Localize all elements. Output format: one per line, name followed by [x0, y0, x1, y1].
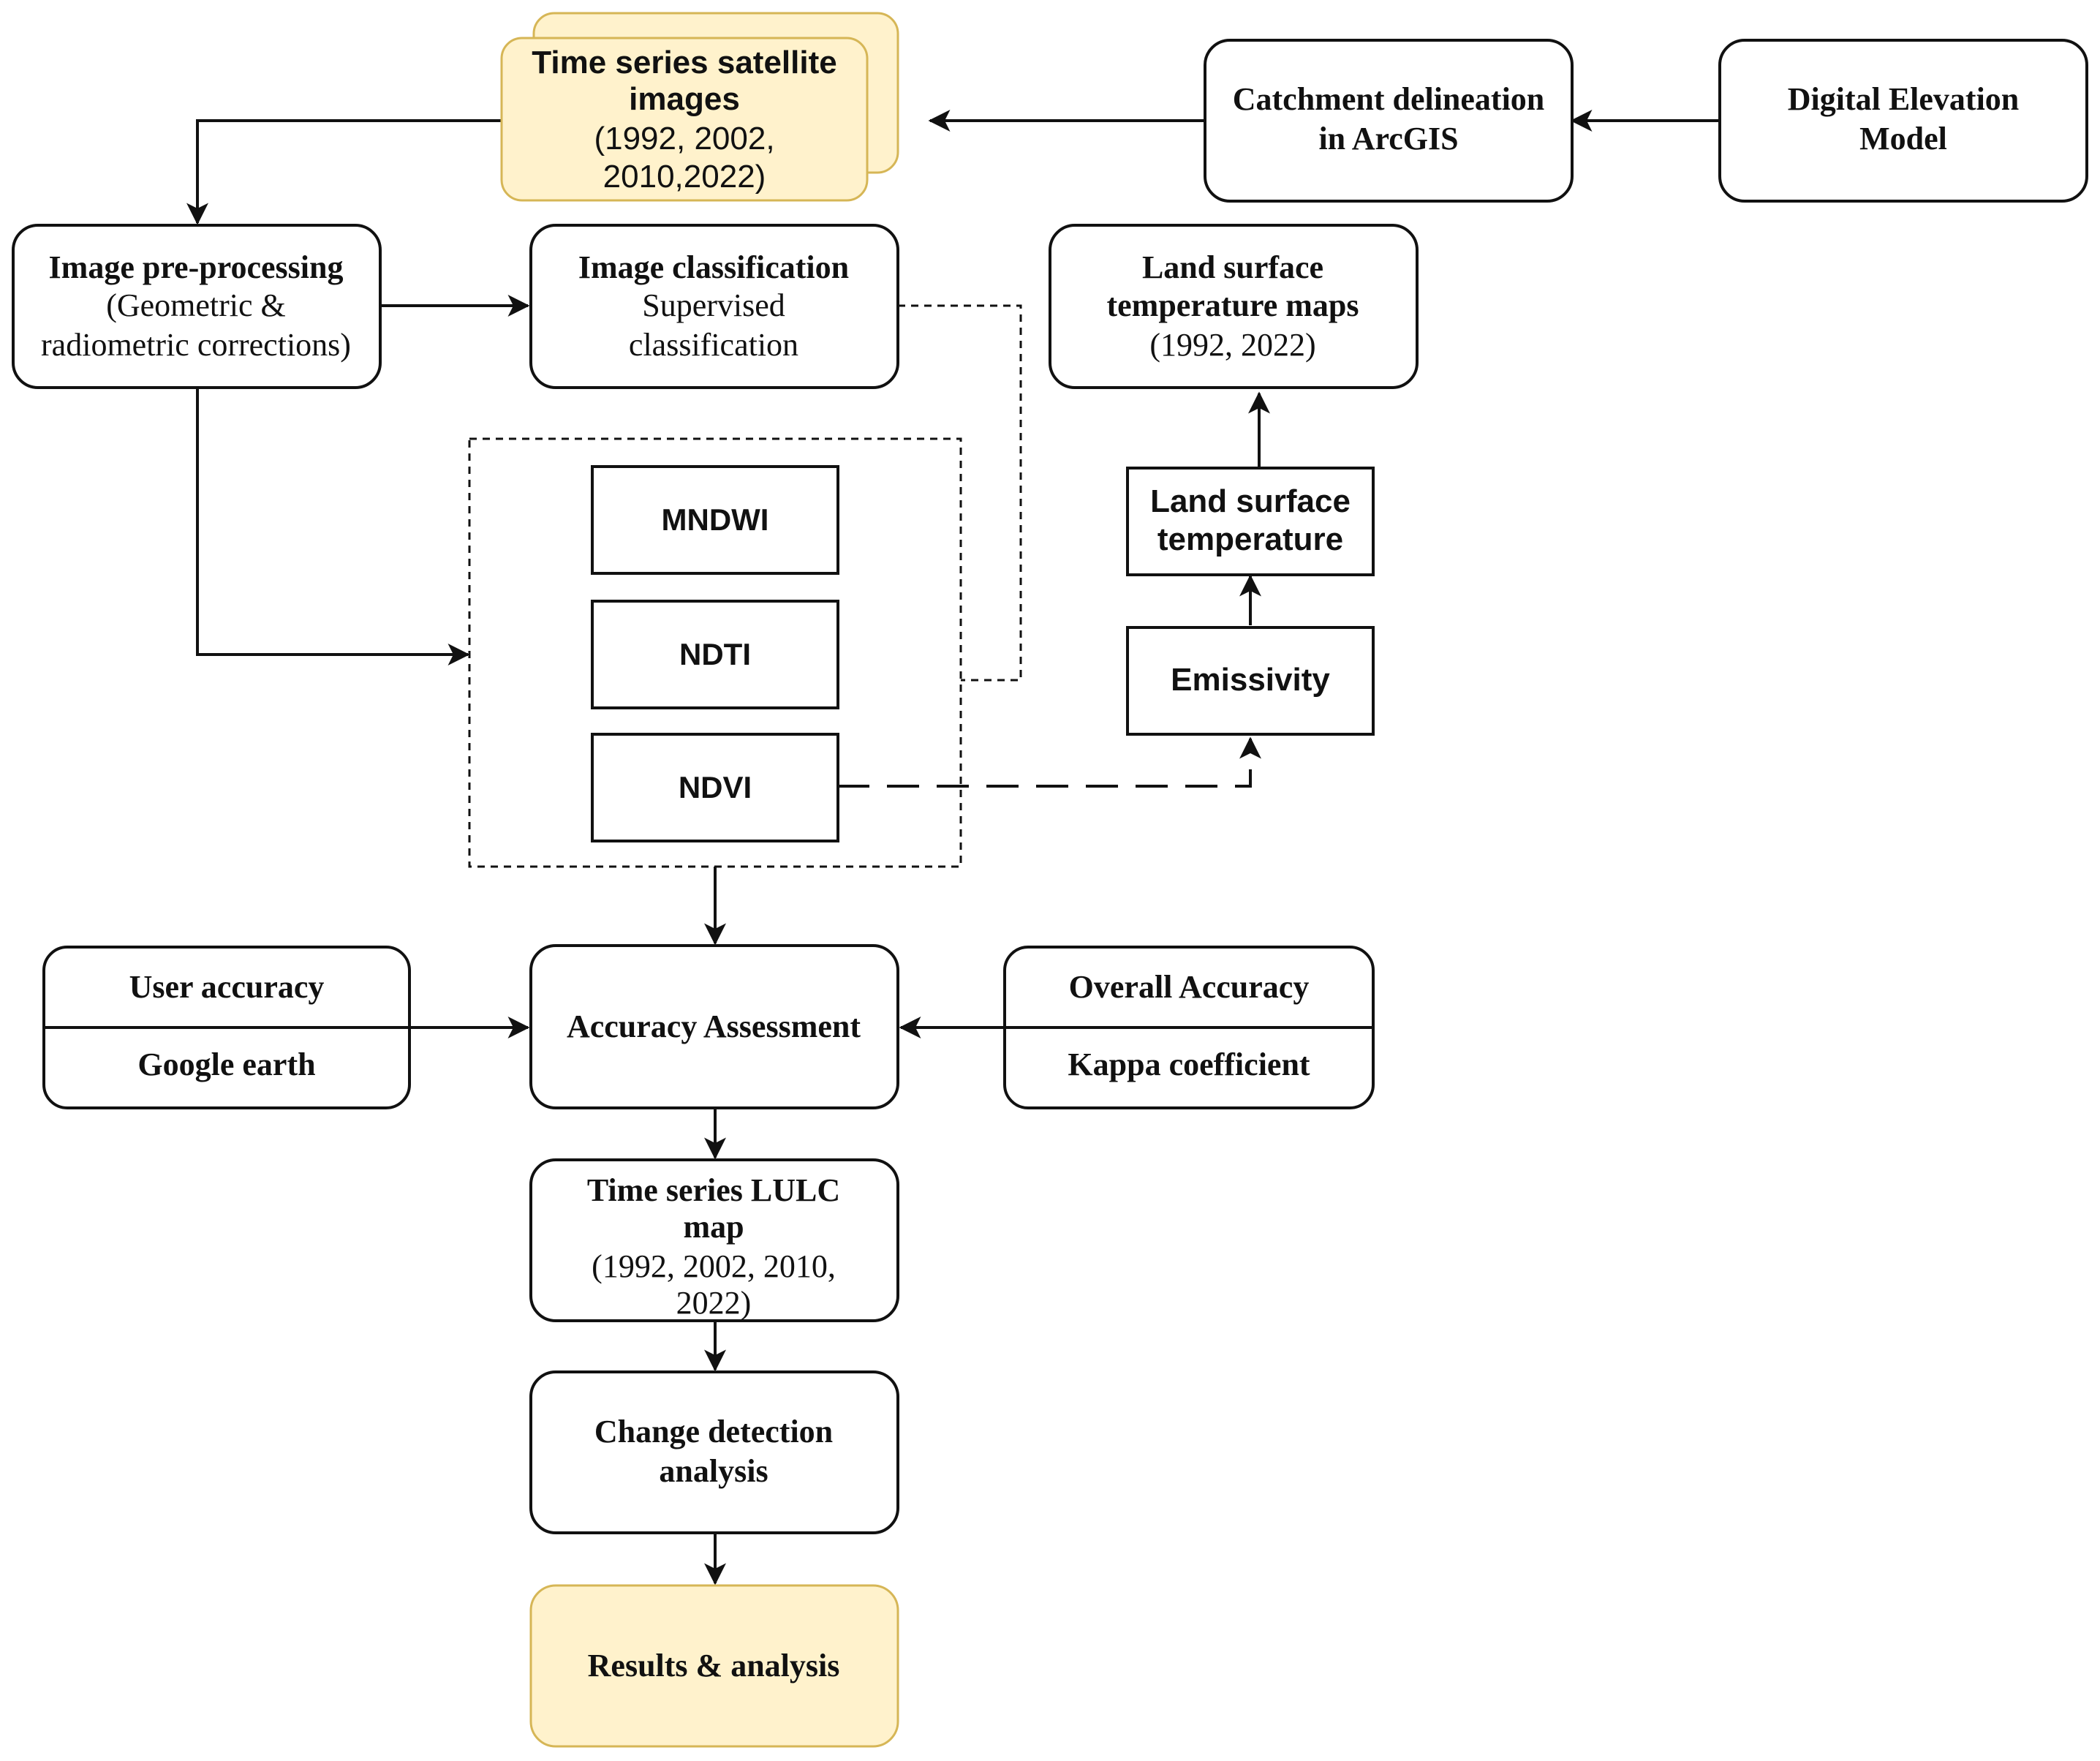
lst-line1: Land surface [1150, 483, 1351, 519]
catchment-line2: in ArcGIS [1318, 121, 1458, 157]
dem-line1: Digital Elevation [1788, 81, 2020, 117]
node-lulc-map: Time series LULC map (1992, 2002, 2010, … [529, 1158, 899, 1322]
preprocessing-sub1: (Geometric & [106, 287, 286, 323]
node-user-accuracy: User accuracy Google earth [42, 946, 411, 1109]
lulc-line3: (1992, 2002, 2010, [592, 1248, 836, 1284]
lstmaps-line2: temperature maps [1107, 287, 1359, 323]
preprocessing-sub2: radiometric corrections) [41, 327, 351, 363]
results-label: Results & analysis [588, 1648, 840, 1683]
arrow-satellite-to-preprocessing [186, 119, 502, 225]
lst-line2: temperature [1157, 521, 1343, 557]
ndti-label: NDTI [679, 637, 751, 671]
satellite-years-line2: 2010,2022) [603, 159, 766, 195]
change-line2: analysis [659, 1453, 768, 1489]
indices-dotted-container [468, 437, 962, 868]
lulc-line1: Time series LULC [587, 1172, 840, 1208]
overall-accuracy-bottom: Kappa coefficient [1068, 1047, 1310, 1082]
lstmaps-line1: Land surface [1142, 249, 1323, 285]
mndwi-label: MNDWI [662, 502, 769, 537]
user-accuracy-top: User accuracy [129, 969, 325, 1005]
ndvi-box [591, 733, 839, 842]
node-lst-maps: Land surface temperature maps (1992, 202… [1049, 224, 1419, 389]
lstmaps-line3: (1992, 2022) [1149, 327, 1315, 363]
lulc-line2: map [683, 1209, 744, 1245]
node-accuracy-assessment: Accuracy Assessment [529, 944, 899, 1109]
satellite-front-sheet [500, 37, 869, 202]
classification-sub2: classification [629, 327, 798, 363]
dotted-classification-to-indices [898, 304, 1022, 682]
satellite-title-line1: Time series satellite [532, 45, 836, 80]
node-image-classification: Image classification Supervised classifi… [529, 224, 899, 389]
satellite-title-line2: images [629, 81, 740, 117]
node-results: Results & analysis [529, 1584, 899, 1748]
connectors [186, 110, 1720, 1585]
node-catchment-delineation: Catchment delineation in ArcGIS [1204, 39, 1574, 203]
node-land-surface-temperature: Land surface temperature [1126, 467, 1375, 576]
ndvi-label: NDVI [679, 770, 752, 804]
emissivity-label: Emissivity [1171, 662, 1330, 698]
mndwi-box [591, 465, 839, 575]
node-change-detection: Change detection analysis [529, 1370, 899, 1534]
node-emissivity: Emissivity [1126, 626, 1375, 736]
overall-accuracy-top: Overall Accuracy [1069, 969, 1310, 1005]
node-satellite-images: Time series satellite images (1992, 2002… [500, 12, 899, 202]
classification-sub1: Supervised [642, 287, 785, 323]
preprocessing-title: Image pre-processing [49, 249, 344, 285]
catchment-line1: Catchment delineation [1233, 81, 1545, 117]
lulc-line4: 2022) [676, 1285, 752, 1321]
node-digital-elevation-model: Digital Elevation Model [1718, 39, 2088, 203]
node-image-preprocessing: Image pre-processing (Geometric & radiom… [12, 224, 382, 389]
ndti-box [591, 600, 839, 709]
indices-group: MNDWI NDTI NDVI [468, 437, 962, 868]
user-accuracy-bottom: Google earth [137, 1047, 315, 1082]
arrow-preprocessing-to-indices [196, 388, 470, 665]
dem-line2: Model [1859, 121, 1947, 157]
dashed-ndvi-to-emissivity [837, 736, 1261, 788]
accuracy-assessment-label: Accuracy Assessment [567, 1008, 861, 1044]
change-line1: Change detection [594, 1414, 833, 1449]
satellite-years-line1: (1992, 2002, [594, 121, 774, 157]
node-overall-accuracy: Overall Accuracy Kappa coefficient [1003, 946, 1375, 1109]
classification-title: Image classification [578, 249, 849, 285]
